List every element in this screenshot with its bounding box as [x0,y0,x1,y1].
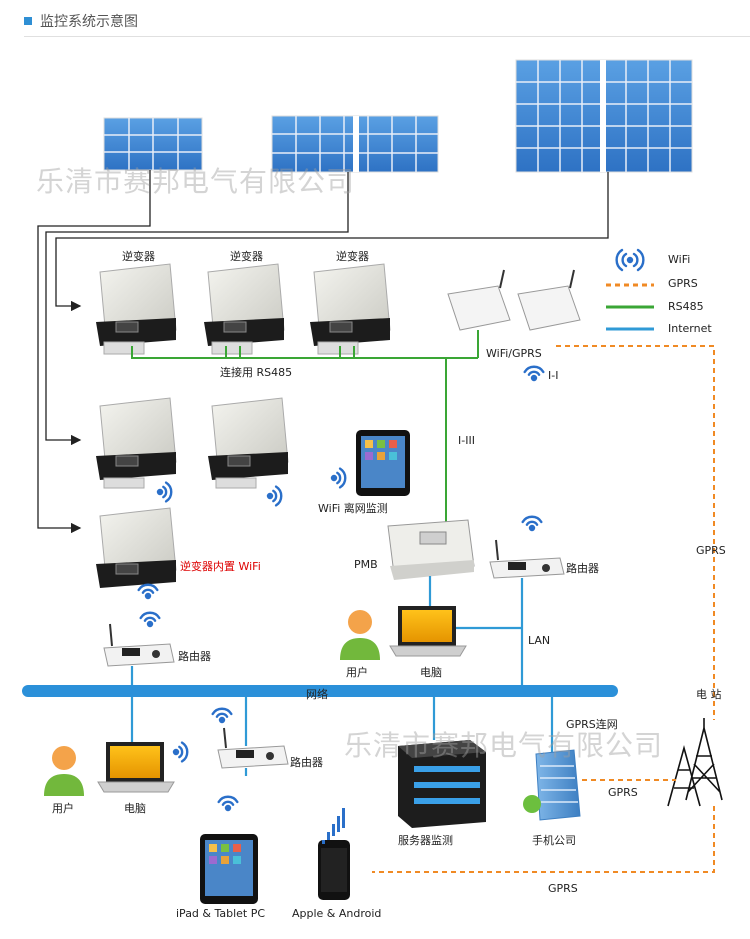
gprs-connect-label: GPRS连网 [566,718,618,731]
rs485-wiring [131,330,479,522]
pmb-device [387,519,475,580]
cell-towers [667,718,723,807]
i-iii-label: I-III [458,434,475,447]
smartphone-device [318,840,350,900]
watermark-top: 乐清市赛邦电气有限公司 [36,165,356,198]
server-label: 服务器监测 [398,834,453,847]
legend-rs485-label: RS485 [668,300,704,313]
wifi-icon [330,467,347,489]
router-upper [489,539,565,579]
rs485-connect-label: 连接用 RS485 [220,366,293,379]
inverter-row3-1 [96,507,177,588]
inverter-row1-2 [204,263,285,355]
network-label: 网络 [306,688,328,701]
wifi-icon [139,611,161,628]
diagram-header: 监控系统示意图 [24,9,138,33]
tablet-offgrid [356,430,410,496]
wifi-gprs-module-2 [517,269,581,331]
wifi-gprs-module-1 [447,269,511,331]
header-square-icon [24,17,32,25]
inverter-label-3: 逆变器 [336,250,369,263]
apple-android-label: Apple & Android [292,907,382,920]
watermark-bottom: 乐清市赛邦电气有限公司 [344,729,664,762]
mobile-company-label: 手机公司 [532,834,576,847]
solar-panel-1 [103,117,203,171]
gprs-label-bottom: GPRS [548,882,578,895]
i-i-label: I-I [548,369,559,382]
wifi-icon [217,795,239,812]
server [398,740,486,828]
lan-label: LAN [528,634,551,647]
user-upper-label: 用户 [346,666,368,679]
router-lower [217,727,289,769]
laptop-lower [97,742,175,793]
builtin-wifi-label: 逆变器内置 WiFi [180,560,261,573]
gprs-label-building: GPRS [608,786,638,799]
router-upper-label: 路由器 [566,562,599,575]
router-left-label: 路由器 [178,650,211,663]
legend-wifi-label: WiFi [668,253,691,266]
computer-upper-label: 电脑 [420,666,442,679]
mobile-company-building [523,749,581,821]
inverter-label-2: 逆变器 [230,250,263,263]
legend-wifi-icon [615,248,645,272]
user-lower-label: 用户 [52,802,74,815]
inverter-label-1: 逆变器 [122,250,155,263]
ipad-device [200,834,258,904]
router-lower-label: 路由器 [290,756,323,769]
legend-gprs-label: GPRS [668,277,698,290]
legend [606,248,654,331]
gprs-wiring [372,345,715,873]
laptop-upper [389,606,467,657]
router-left [103,623,175,667]
wifi-gprs-label: WiFi/GPRS [486,347,542,360]
inverter-row2-2 [208,397,289,489]
pmb-label: PMB [354,558,378,571]
signal-bars-icon [322,808,345,844]
network-bar [22,685,618,697]
computer-lower-label: 电脑 [124,802,146,815]
page-title: 监控系统示意图 [40,14,138,30]
user-lower [44,746,84,796]
inverter-row2-1 [96,397,177,489]
station-label: 电 站 [696,688,722,701]
wifi-icon [156,481,173,503]
inverter-row1-3 [310,263,391,355]
wifi-icon [211,707,233,724]
gprs-label-vertical: GPRS [696,544,726,557]
legend-internet-label: Internet [668,322,712,335]
header-divider [24,36,750,37]
wifi-icon [266,485,283,507]
wifi-icon [137,583,159,600]
solar-panel-3 [515,59,693,173]
wifi-offgrid-label: WiFi 离网监测 [318,502,388,515]
wifi-icon [521,515,543,532]
wifi-icon [172,741,189,763]
inverter-row1-1 [96,263,177,355]
wifi-icon [523,365,545,382]
ipad-label: iPad & Tablet PC [176,907,266,920]
solar-panel-2 [271,115,439,173]
dc-wiring [37,170,609,534]
user-upper [340,610,380,660]
